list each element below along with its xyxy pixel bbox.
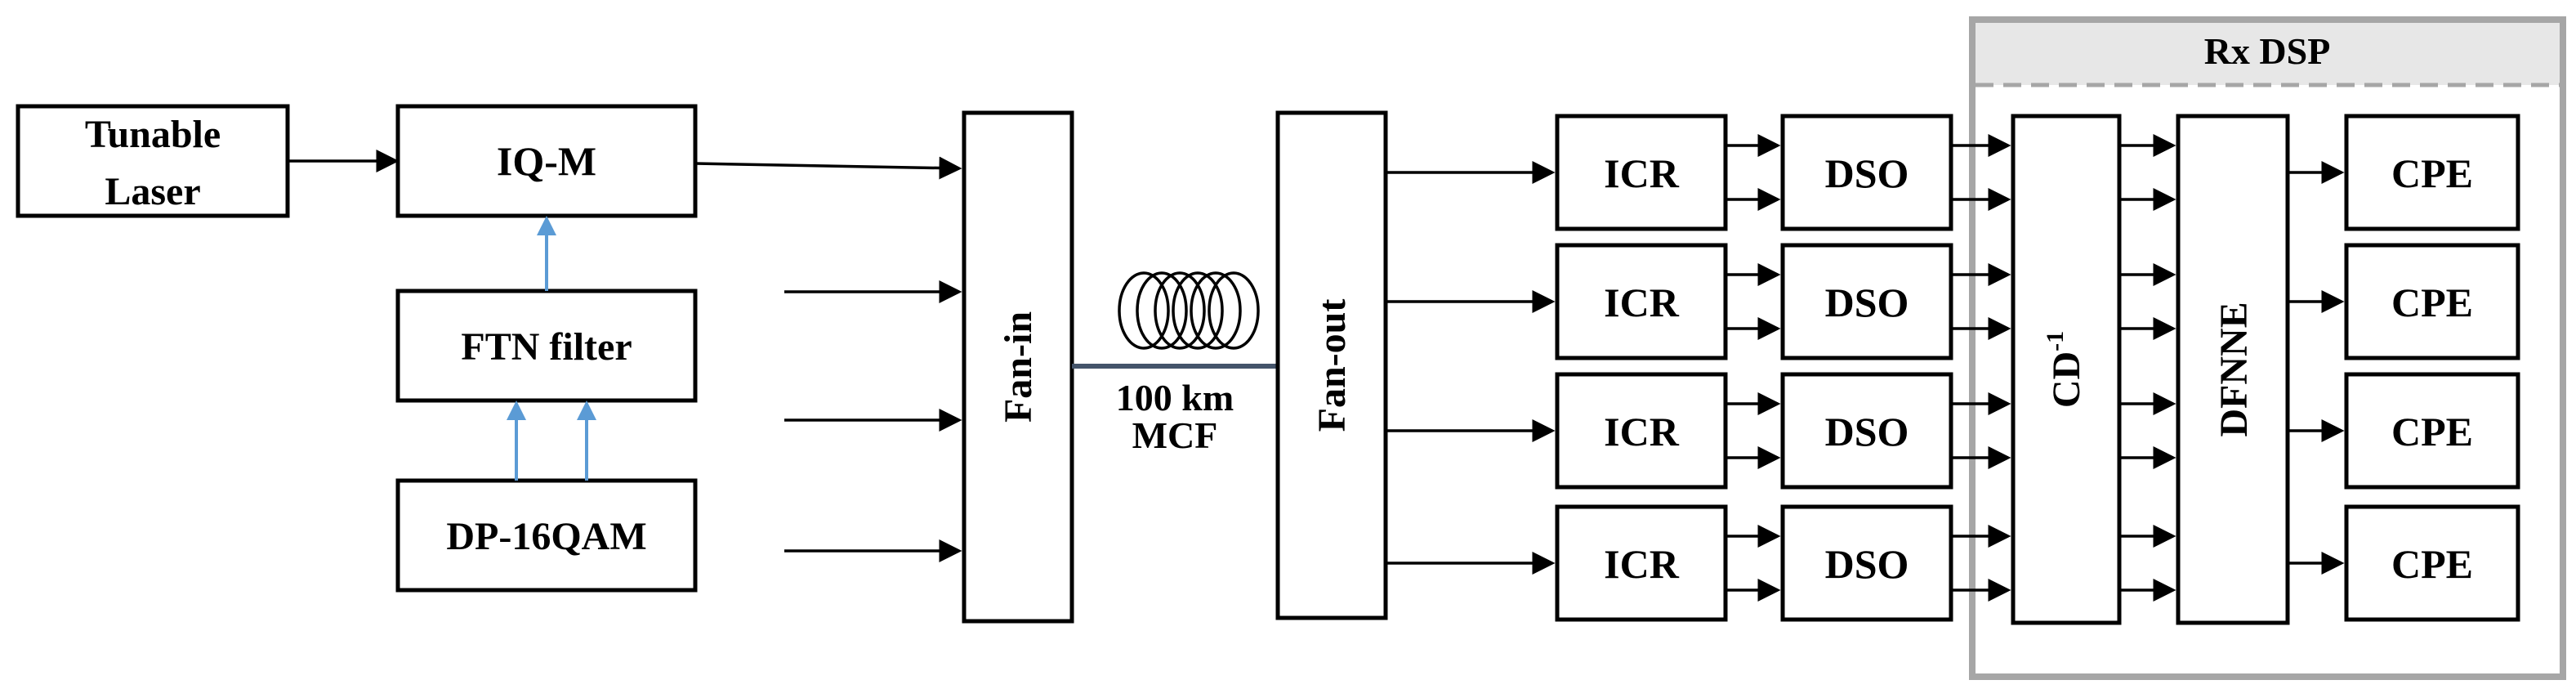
dso-box-4: [1780, 504, 1953, 622]
dfnne-block: DFNNE: [2176, 114, 2290, 625]
icr-box-1: [1555, 114, 1728, 231]
fan-out-block: Fan-out: [1275, 110, 1388, 620]
cpe-box-2: [2344, 243, 2520, 360]
dso-label-4: DSO: [1825, 541, 1909, 587]
cpe-label-1: CPE: [2391, 150, 2473, 196]
icr-label-3: ICR: [1604, 409, 1680, 454]
icr-box-4: [1555, 504, 1728, 622]
dp-16qam-box: [395, 478, 698, 593]
tunable-laser-label-line2: Laser: [105, 170, 200, 213]
ftn-filter-label: FTN filter: [461, 325, 632, 369]
dp-16qam-label: DP-16QAM: [446, 515, 646, 558]
cd-inverse-label: CD-1: [2042, 331, 2088, 408]
fan-in-label: Fan-in: [997, 311, 1040, 423]
fiber-spool: 100 km MCF: [1072, 271, 1278, 456]
iq-modulator-label: IQ-M: [497, 138, 596, 184]
cpe-label-4: CPE: [2391, 541, 2473, 587]
arrow-iqm-to-fanin: [694, 156, 962, 180]
dp-16qam-block: DP-16QAM: [395, 478, 698, 593]
iq-modulator-block: IQ-M: [395, 104, 698, 218]
dso-label-2: DSO: [1825, 280, 1909, 325]
dso-label-3: DSO: [1825, 409, 1909, 454]
icr-label-4: ICR: [1604, 541, 1680, 587]
icr-label-2: ICR: [1604, 280, 1680, 325]
dso-box-1: [1780, 114, 1953, 231]
cpe-box-3: [2344, 372, 2520, 490]
icr-box-3: [1555, 372, 1728, 490]
cpe-box-1: [2344, 114, 2520, 231]
tunable-laser-block: Tunable Laser: [16, 104, 290, 218]
receiver-rows: ICR DSO CPE ICR DSO CPE ICR DSO CPE ICR DSO CPE: [1386, 114, 2520, 622]
icr-box-2: [1555, 243, 1728, 360]
dso-box-3: [1780, 372, 1953, 490]
tunable-laser-label-line1: Tunable: [85, 113, 221, 156]
cd-inverse-box: [2011, 114, 2122, 625]
dfnne-label: DFNNE: [2212, 302, 2256, 436]
icr-label-1: ICR: [1604, 150, 1680, 196]
cd-inverse-superscript: -1: [2042, 331, 2069, 351]
ftn-filter-block: FTN filter: [395, 289, 698, 403]
cpe-box-4: [2344, 504, 2520, 622]
cd-inverse-block: CD-1: [2011, 114, 2122, 625]
dfnne-box: [2176, 114, 2290, 625]
fiber-type-label: MCF: [1132, 414, 1218, 456]
fan-in-box: [962, 110, 1074, 624]
cd-inverse-base: CD: [2045, 351, 2088, 408]
rx-dsp-title: Rx DSP: [2204, 30, 2331, 72]
fan-in-block: Fan-in: [962, 110, 1074, 624]
fan-out-label: Fan-out: [1310, 299, 1354, 432]
cpe-label-2: CPE: [2391, 280, 2473, 325]
dso-box-2: [1780, 243, 1953, 360]
fiber-coil-icon: [1118, 271, 1260, 350]
cpe-label-3: CPE: [2391, 409, 2473, 454]
dso-label-1: DSO: [1825, 150, 1909, 196]
fan-out-box: [1275, 110, 1388, 620]
tunable-laser-box: [16, 104, 290, 218]
fiber-length-label: 100 km: [1116, 377, 1234, 418]
ftn-filter-box: [395, 289, 698, 403]
rx-dsp-header: [1976, 23, 2560, 85]
iq-modulator-box: [395, 104, 698, 218]
